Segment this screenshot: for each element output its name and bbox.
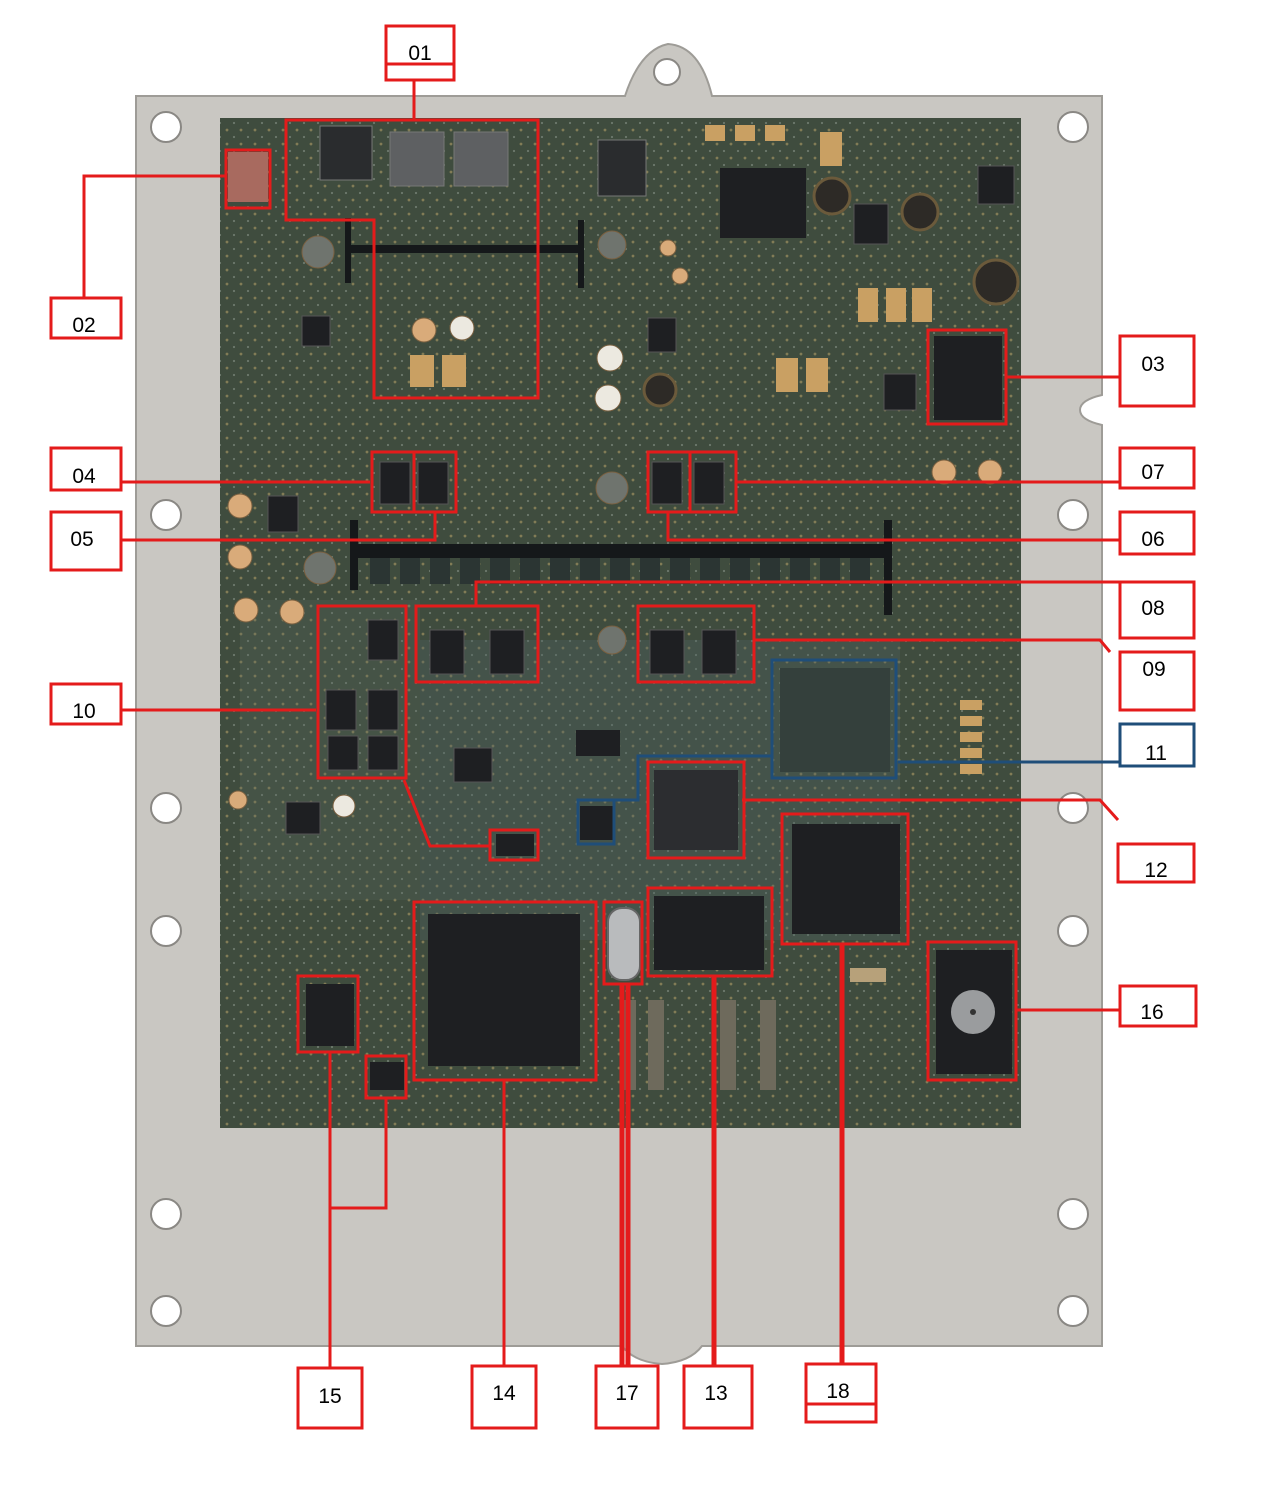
label-box-18 [804, 1362, 878, 1424]
label-box-03 [1118, 334, 1196, 408]
label-texts: 01 02 03 04 05 06 07 08 09 10 11 12 13 1… [70, 42, 1167, 1408]
highlight-boxes [224, 118, 1018, 1100]
label-box-17 [594, 1364, 660, 1430]
capacitors [227, 230, 1003, 818]
box-16-region [926, 940, 1018, 1082]
label-box-07 [1118, 446, 1196, 490]
label-box-14 [470, 1364, 538, 1430]
label-08: 08 [1141, 597, 1164, 620]
label-box-13 [682, 1364, 754, 1430]
label-07: 07 [1141, 461, 1164, 484]
box-02-region [224, 148, 272, 210]
inductors [642, 176, 1020, 408]
label-box-05 [49, 510, 123, 572]
callout-lines-thick [619, 944, 845, 1366]
label-05: 05 [70, 528, 93, 551]
box-17-region [602, 900, 644, 986]
box-09-region [636, 604, 756, 684]
label-11: 11 [1145, 742, 1167, 765]
box-11-region [770, 658, 898, 780]
label-14: 14 [492, 1382, 516, 1405]
label-box-11 [1118, 722, 1196, 768]
label-box-dividers [386, 62, 876, 1406]
label-04: 04 [72, 465, 96, 488]
box-07-region [688, 450, 738, 514]
highlight-boxes-blue [576, 658, 898, 846]
label-box-01 [384, 24, 456, 82]
label-box-12 [1116, 842, 1196, 884]
components [227, 125, 1020, 1090]
label-18: 18 [826, 1380, 849, 1403]
label-box-15 [296, 1366, 364, 1430]
label-12: 12 [1144, 859, 1167, 882]
box-10b-region [488, 828, 540, 862]
label-01: 01 [408, 42, 431, 65]
mounting-holes [150, 111, 1089, 1327]
box-10-region [316, 604, 408, 780]
label-06: 06 [1141, 528, 1164, 551]
label-box-09 [1118, 650, 1196, 712]
box-13-region [646, 886, 774, 978]
heatsink-strips [345, 218, 892, 615]
label-13: 13 [704, 1382, 727, 1405]
label-03: 03 [1141, 353, 1164, 376]
label-box-10 [49, 682, 123, 726]
tan-smd-blocks [410, 125, 982, 774]
label-box-16 [1118, 984, 1198, 1028]
callout-lines [82, 80, 1120, 1368]
box-11b-region [576, 798, 616, 846]
label-16: 16 [1140, 1001, 1163, 1024]
box-05-region [412, 450, 458, 514]
label-15: 15 [318, 1385, 341, 1408]
transistor-packages-top [319, 125, 647, 197]
box-08-region [414, 604, 540, 684]
box-03-region [926, 328, 1008, 426]
label-box-06 [1118, 510, 1196, 556]
box-15-region [296, 974, 360, 1054]
label-10: 10 [72, 700, 95, 723]
box-18-region [780, 812, 910, 946]
label-boxes [49, 24, 1198, 1430]
label-09: 09 [1142, 658, 1165, 681]
label-box-08 [1118, 580, 1196, 640]
ic-chips [228, 152, 1012, 1090]
box-12-region [646, 760, 746, 860]
mosfets [267, 165, 1015, 835]
box-01-region [284, 118, 540, 400]
box-14-region [412, 900, 598, 1082]
box-15b-region [364, 1054, 408, 1100]
callout-lines-blue [614, 754, 1120, 802]
label-box-04 [49, 446, 123, 492]
label-02: 02 [72, 314, 95, 337]
label-17: 17 [615, 1382, 638, 1405]
label-box-02 [49, 296, 123, 340]
